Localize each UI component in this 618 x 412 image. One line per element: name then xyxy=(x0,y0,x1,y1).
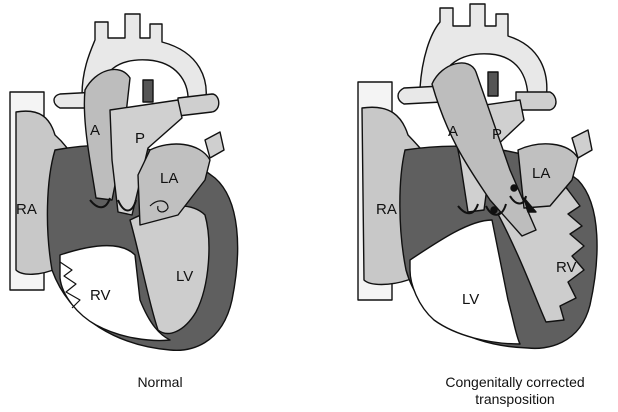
left-pulmonary-artery xyxy=(515,91,557,111)
left-atrium xyxy=(517,143,579,209)
caption-cct-line2: transposition xyxy=(475,391,555,407)
left-ventricle xyxy=(129,205,210,335)
right-ventricle xyxy=(59,244,171,342)
label-lv: LV xyxy=(462,291,479,308)
valve-cusps xyxy=(89,197,137,212)
aorta xyxy=(83,68,131,201)
label-a: A xyxy=(448,123,458,140)
label-p: P xyxy=(135,130,145,147)
label-la: LA xyxy=(160,170,178,187)
mitral-valve xyxy=(149,200,169,213)
aortic-arch xyxy=(419,3,548,101)
ductus-arteriosus xyxy=(142,79,154,103)
aorta xyxy=(431,62,537,237)
cct-heart-diagram: RA LV LA RV A P xyxy=(357,3,598,350)
label-a: A xyxy=(90,122,100,139)
left-atrium xyxy=(137,143,211,226)
caption-normal-text: Normal xyxy=(137,374,183,390)
label-la: LA xyxy=(532,165,550,182)
label-ra: RA xyxy=(16,201,37,218)
valve-cusps xyxy=(457,195,527,216)
label-rv: RV xyxy=(90,287,111,304)
label-lv: LV xyxy=(176,268,193,285)
label-ra: RA xyxy=(376,201,397,218)
caption-cct-line1: Congenitally corrected xyxy=(445,374,585,390)
label-rv: RV xyxy=(556,259,577,276)
normal-heart-diagram: RA RV LA LV A P xyxy=(9,13,239,352)
label-p: P xyxy=(492,126,502,143)
left-ventricle xyxy=(409,219,521,345)
caption-normal: Normal xyxy=(100,374,220,391)
ductus-arteriosus xyxy=(487,71,499,97)
coronary-ostium-right xyxy=(510,184,518,192)
coronary-ostium-left xyxy=(490,206,498,214)
right-pulmonary-artery xyxy=(397,85,443,105)
left-pulmonary-artery xyxy=(177,93,220,117)
caption-corrected-transposition: Congenitally corrected transposition xyxy=(420,374,610,408)
mitral-leaflet xyxy=(523,197,537,213)
